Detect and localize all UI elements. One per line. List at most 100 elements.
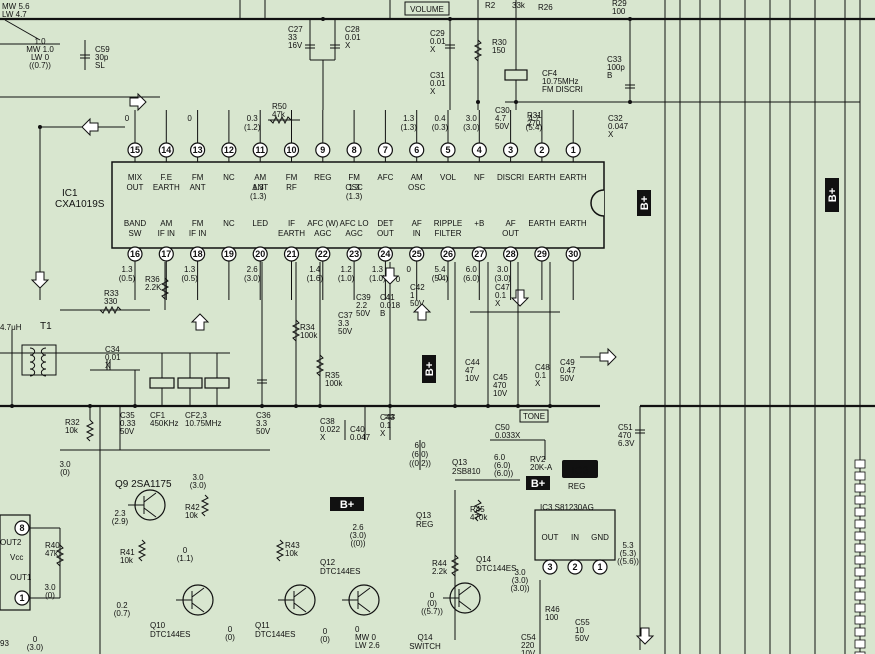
c35-label: 0.33 — [120, 419, 136, 428]
left-ic-pin-number: 8 — [19, 523, 24, 533]
ic1-pin-voltage: 2.6 — [247, 265, 259, 274]
ic1-pin-name: SW — [129, 229, 142, 238]
ic1-pin-number: 10 — [286, 145, 296, 155]
r30-resistor — [473, 39, 483, 62]
ic1-pin-name: BAND — [124, 219, 146, 228]
ic1-pin-voltage: 0 — [406, 265, 411, 274]
arrow-down-icon — [30, 271, 50, 289]
ic1-pin-15 — [127, 142, 143, 158]
ic1-pin-number: 16 — [130, 249, 140, 259]
left-voltage: 3.0 — [59, 460, 71, 469]
ic1-pin-4 — [471, 142, 487, 158]
ic1-pin-voltage: 1.3 — [372, 265, 384, 274]
junction-dot — [628, 100, 632, 104]
r35-resistor — [315, 354, 325, 377]
ic1-pin-voltage: 1.4 — [309, 265, 321, 274]
c36-label: 50V — [256, 427, 271, 436]
ic1-pin-name: IF IN — [158, 229, 176, 238]
c49-label: 50V — [560, 374, 575, 383]
r34-label: 100k — [300, 331, 318, 340]
cf2-label: CF2,3 — [185, 411, 207, 420]
ic1-pin-name: ANT — [252, 183, 268, 192]
q14-voltage: 0 — [430, 591, 435, 600]
connector-pin — [854, 567, 866, 577]
r42-label: R42 — [185, 503, 200, 512]
ic1-pin-number: 25 — [412, 249, 422, 259]
wire — [4, 19, 41, 41]
q9-base-voltage: 2.3 — [114, 509, 126, 518]
ic1-pin-11 — [252, 142, 268, 158]
c29-label: C29 — [430, 29, 445, 38]
r2-label: R2 — [485, 1, 496, 10]
r31-label: 270 — [527, 119, 541, 128]
ic1-pin-22 — [315, 246, 331, 262]
ic3-pin1-voltage: 5.3 — [622, 541, 634, 550]
c59-label: SL — [95, 61, 105, 70]
r43-resistor — [275, 539, 285, 562]
q12-label: DTC144ES — [320, 567, 360, 576]
c33-label: C33 — [607, 55, 622, 64]
junction-dot — [628, 17, 632, 21]
q13-label: Q13 — [452, 458, 468, 467]
q11-label: DTC144ES — [255, 630, 295, 639]
mw-lw-voltage: 1.0 — [34, 37, 46, 46]
q10-emitter-voltage: 0.2 — [116, 601, 128, 610]
r29-label: R29 — [612, 0, 627, 8]
r36-label: R36 — [145, 275, 160, 284]
r42-resistor — [200, 494, 210, 517]
ic1-pin-14 — [158, 142, 174, 158]
q11-voltage: 0 — [323, 627, 328, 636]
ic1-pin-voltage: 1.3 — [184, 265, 196, 274]
t1-coil — [40, 361, 47, 370]
ref-93-label: 93 — [0, 639, 9, 648]
q13-reg-label: Q13 — [416, 511, 432, 520]
ic1-pin-1 — [565, 142, 581, 158]
connector-pin — [854, 579, 866, 589]
cf4-label: 10.75MHz — [542, 77, 578, 86]
ic1-pin-name: AF — [412, 219, 422, 228]
r41-resistor — [137, 539, 147, 562]
ic1-pin-name: AM — [254, 173, 266, 182]
ic1-pin-number: 3 — [508, 145, 513, 155]
t1-transformer — [21, 344, 57, 376]
mw-lw-label: LW 4.7 — [2, 10, 27, 19]
q12-label: Q12 — [320, 558, 336, 567]
c40-label: C40 — [350, 425, 365, 434]
ic1-pin-number: 18 — [193, 249, 203, 259]
ic1-pin-voltage: 1.3 — [403, 114, 415, 123]
c37-label: C37 — [338, 311, 353, 320]
bplus-badge-3-text: B+ — [340, 499, 354, 511]
ic1-pin-name: OSC — [408, 183, 426, 192]
q9-voltage: 3.0 — [192, 473, 204, 482]
c49-label: 0.47 — [560, 366, 576, 375]
q10-transistor-collector — [191, 587, 205, 598]
left-ic-pin-number: 1 — [19, 593, 24, 603]
c34-label: C34 — [105, 345, 120, 354]
connector-pin — [854, 615, 866, 625]
r33k-label: 33k — [512, 1, 526, 10]
q13-voltage: (6.0) — [412, 450, 429, 459]
left-ic-body — [0, 514, 31, 611]
ic3-pin3-voltage: (3.0) — [512, 576, 529, 585]
connector-pin — [854, 531, 866, 541]
c34-label: X — [105, 361, 111, 370]
ic1-pin-7 — [377, 142, 393, 158]
out2-label: OUT2 — [0, 538, 22, 547]
ic1-pin-5 — [440, 142, 456, 158]
q10-base-voltage: (1.1) — [177, 554, 194, 563]
ic1-pin-number: 11 — [255, 145, 265, 155]
mw-lw-voltage: ((0.7)) — [29, 61, 51, 70]
connector-pin — [854, 495, 866, 505]
cf1-label: CF1 — [150, 411, 166, 420]
ic1-pin-voltage: 3.0 — [466, 114, 478, 123]
left-ic-voltage: (0) — [45, 591, 55, 600]
arrow-up-icon — [190, 313, 210, 331]
q13-out-voltage: (6.0) — [494, 461, 511, 470]
bottom-left-voltage: (3.0) — [27, 643, 44, 652]
q9-base-voltage: (2.9) — [112, 517, 129, 526]
c30-label: 4.7 — [495, 114, 507, 123]
c59-label: 30p — [95, 53, 109, 62]
r44-resistor — [450, 554, 460, 577]
ic1-pin-name: AM — [160, 219, 172, 228]
